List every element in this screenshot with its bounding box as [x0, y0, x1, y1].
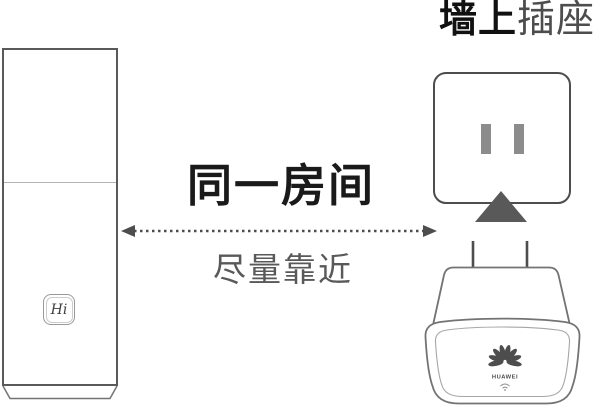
huawei-brand-text: HUAWEI: [492, 375, 518, 381]
wall-socket-title-bold: 墙上: [438, 0, 517, 41]
hi-button-label: Hi: [50, 301, 68, 318]
dashed-double-arrow-icon: [121, 225, 437, 237]
plug-upper-body: [430, 266, 573, 333]
router-base: [2, 386, 118, 400]
plug-face-inner: [434, 326, 571, 398]
wall-socket-illustration: [433, 72, 571, 204]
plug-prong-icons: [471, 241, 529, 270]
keep-close-label: 尽量靠近: [213, 251, 353, 288]
router-illustration: Hi: [2, 48, 118, 386]
hi-button: Hi: [43, 294, 75, 325]
wifi-icon: [500, 383, 510, 391]
socket-slot-right-icon: [514, 124, 524, 154]
wall-socket-title-light: 插座: [516, 0, 595, 41]
same-room-label: 同一房间: [186, 160, 375, 211]
arrow-head-left-icon: [121, 225, 135, 237]
huawei-flower-icon: [488, 344, 522, 367]
wall-socket-title: 墙上插座: [439, 0, 595, 42]
up-triangle-icon: [475, 191, 527, 222]
arrow-head-right-icon: [423, 225, 437, 237]
socket-slot-left-icon: [481, 124, 491, 154]
router-divider: [4, 182, 116, 183]
extender-illustration: HUAWEI: [424, 241, 581, 405]
